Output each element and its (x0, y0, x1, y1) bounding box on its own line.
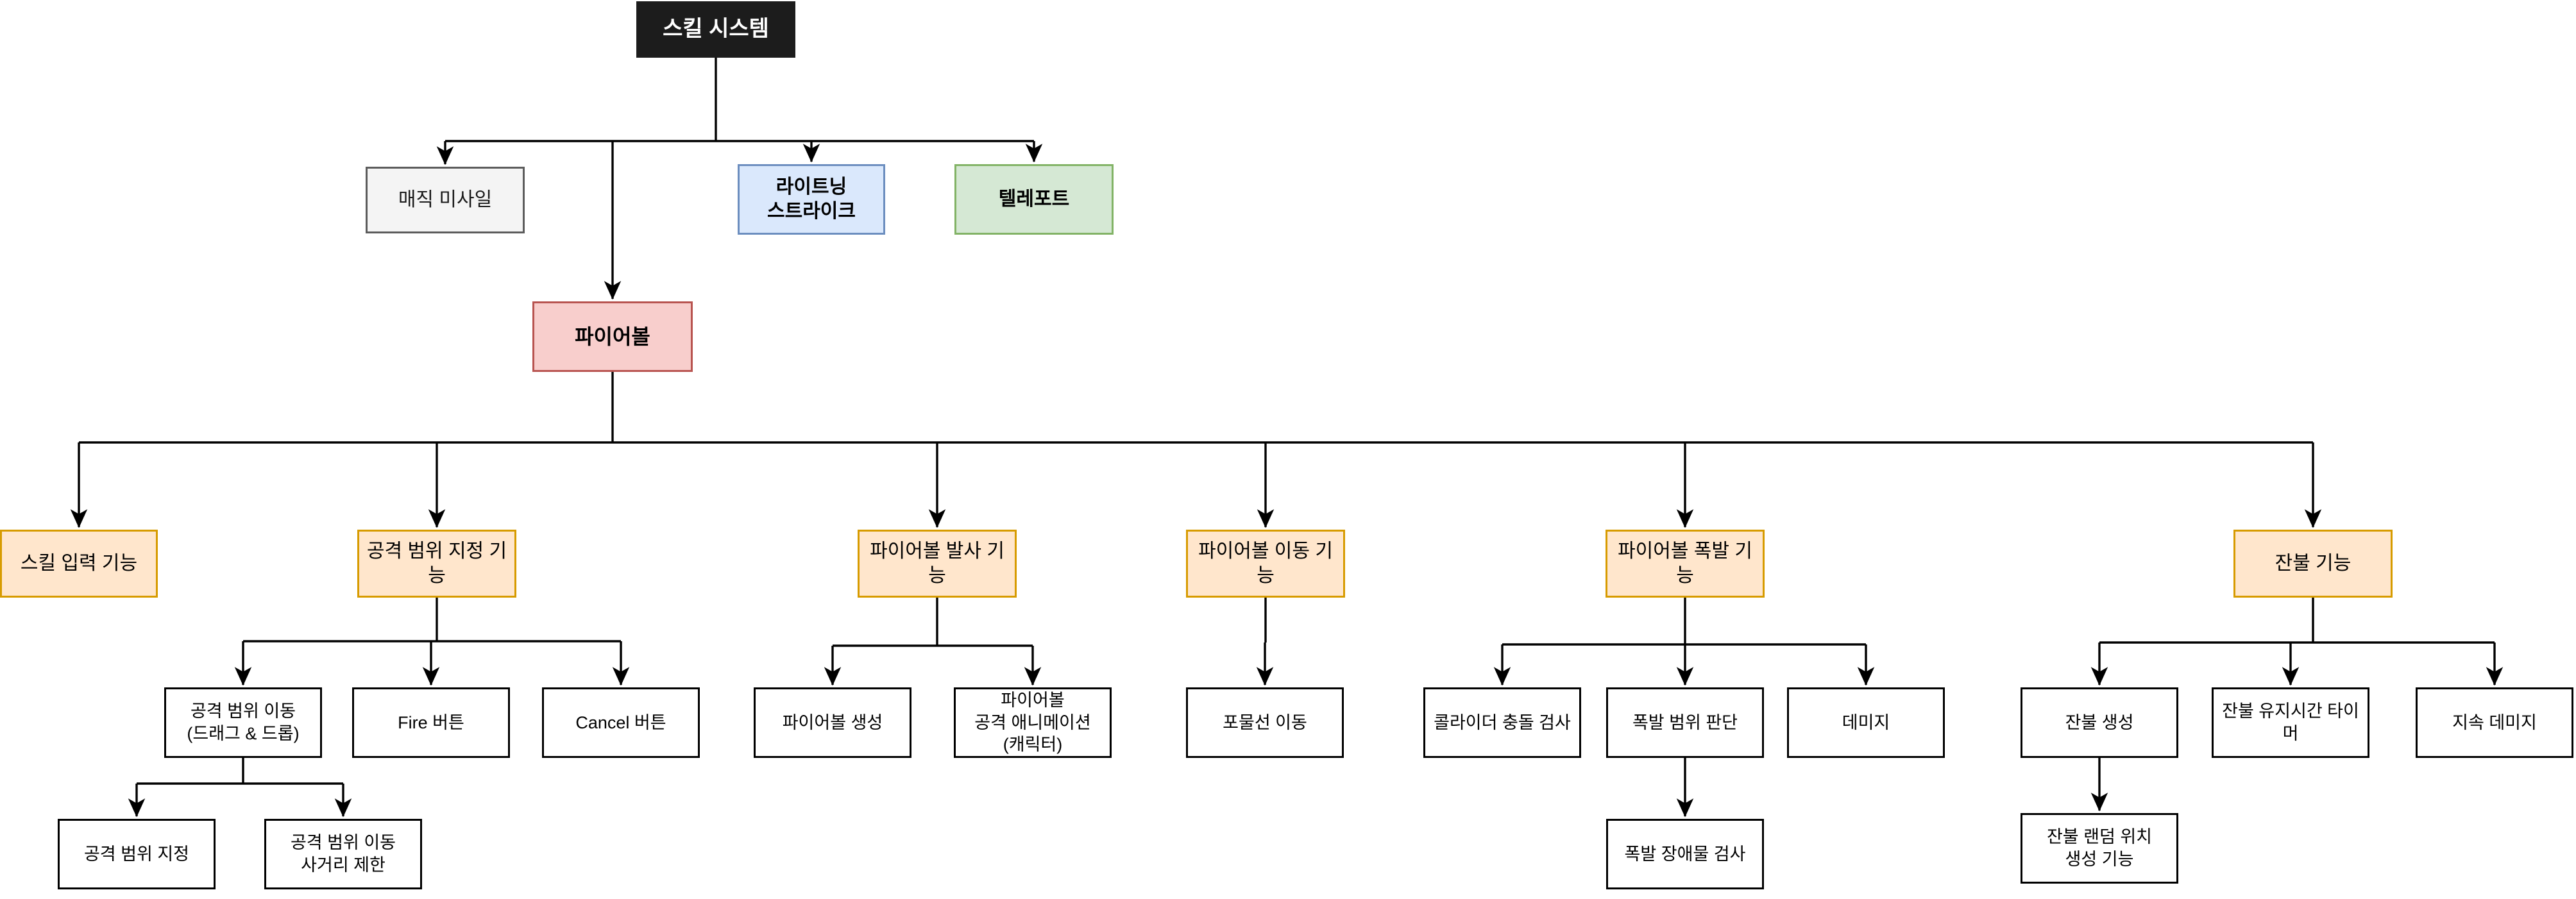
node-f_range[interactable]: 공격 범위 지정 기능 (357, 530, 516, 598)
node-l_embertimer[interactable]: 잔불 유지시간 타이머 (2212, 687, 2369, 758)
node-l_cancelbtn[interactable]: Cancel 버튼 (542, 687, 700, 758)
node-l_embercreate[interactable]: 잔불 생성 (2021, 687, 2178, 758)
node-lightning[interactable]: 라이트닝 스트라이크 (738, 164, 885, 235)
node-l_damage[interactable]: 데미지 (1787, 687, 1945, 758)
node-fireball[interactable]: 파이어볼 (532, 301, 693, 372)
node-l_rangemove[interactable]: 공격 범위 이동 (드래그 & 드롭) (164, 687, 322, 758)
node-l_create[interactable]: 파이어볼 생성 (754, 687, 911, 758)
node-l_parabola[interactable]: 포물선 이동 (1186, 687, 1344, 758)
node-root[interactable]: 스킬 시스템 (636, 1, 795, 58)
node-l_firebtn[interactable]: Fire 버튼 (352, 687, 510, 758)
node-l_anim[interactable]: 파이어볼 공격 애니메이션 (캐릭터) (954, 687, 1112, 758)
node-l_collider[interactable]: 콜라이더 충돌 검사 (1423, 687, 1581, 758)
node-b_rangelimit[interactable]: 공격 범위 이동 사거리 제한 (264, 819, 422, 889)
node-teleport[interactable]: 텔레포트 (954, 164, 1114, 235)
node-magic_missile[interactable]: 매직 미사일 (366, 167, 525, 233)
node-l_blastrange[interactable]: 폭발 범위 판단 (1606, 687, 1764, 758)
node-f_move[interactable]: 파이어볼 이동 기능 (1186, 530, 1345, 598)
node-f_ember[interactable]: 잔불 기능 (2233, 530, 2393, 598)
node-b_obstacle[interactable]: 폭발 장애물 검사 (1606, 819, 1764, 889)
node-l_dotdamage[interactable]: 지속 데미지 (2416, 687, 2573, 758)
node-b_emberrandom[interactable]: 잔불 랜덤 위치 생성 기능 (2021, 813, 2178, 884)
node-f_input[interactable]: 스킬 입력 기능 (0, 530, 158, 598)
node-f_explode[interactable]: 파이어볼 폭발 기능 (1606, 530, 1765, 598)
node-f_launch[interactable]: 파이어볼 발사 기능 (858, 530, 1017, 598)
node-b_rangeset[interactable]: 공격 범위 지정 (58, 819, 216, 889)
